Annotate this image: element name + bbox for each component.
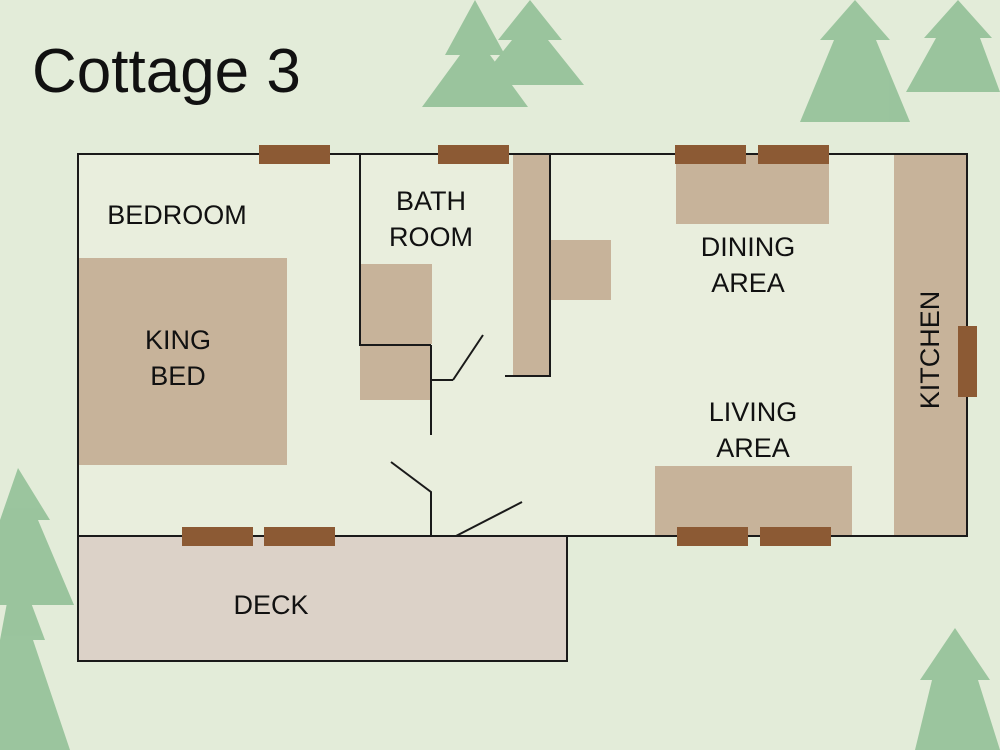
tree-icon [0, 560, 70, 750]
deck [77, 535, 568, 662]
king-bed-label-line2: BED [150, 361, 206, 391]
stool [550, 240, 611, 300]
tree-icon [800, 0, 910, 122]
kitchen-label: KITCHEN [915, 291, 945, 410]
tree-icon [476, 0, 584, 85]
bathroom-fixture [360, 264, 432, 344]
window [675, 145, 746, 164]
bathroom-fixture [360, 346, 431, 400]
dining-table [676, 155, 829, 224]
page-title: Cottage 3 [32, 37, 301, 106]
window [182, 527, 253, 546]
counter [513, 154, 550, 376]
counter-wall [505, 154, 551, 377]
window [259, 145, 330, 164]
front-door [455, 501, 523, 537]
living-area-label-line1: LIVING [709, 397, 798, 427]
bathroom-label-line2: ROOM [389, 222, 473, 252]
bathroom-door [452, 334, 484, 381]
king-bed-label-line1: KING [145, 325, 211, 355]
bathroom-label-line1: BATH [396, 186, 466, 216]
window [438, 145, 509, 164]
sofa [655, 466, 852, 536]
window [760, 527, 831, 546]
dining-area-label-line1: DINING [701, 232, 796, 262]
king-bed [79, 258, 287, 465]
tree-icon [915, 628, 1000, 750]
bedroom-label: BEDROOM [107, 200, 247, 230]
deck-label: DECK [233, 590, 308, 620]
window [758, 145, 829, 164]
living-area-label-line2: AREA [716, 433, 790, 463]
window [958, 326, 977, 397]
window [677, 527, 748, 546]
tree-icon [906, 0, 1000, 92]
furniture [79, 154, 967, 536]
window [264, 527, 335, 546]
windows [182, 145, 977, 546]
kitchen-counter [894, 155, 967, 536]
bathroom-wall [359, 154, 431, 346]
dining-area-label-line2: AREA [711, 268, 785, 298]
bedroom-door [390, 461, 432, 536]
